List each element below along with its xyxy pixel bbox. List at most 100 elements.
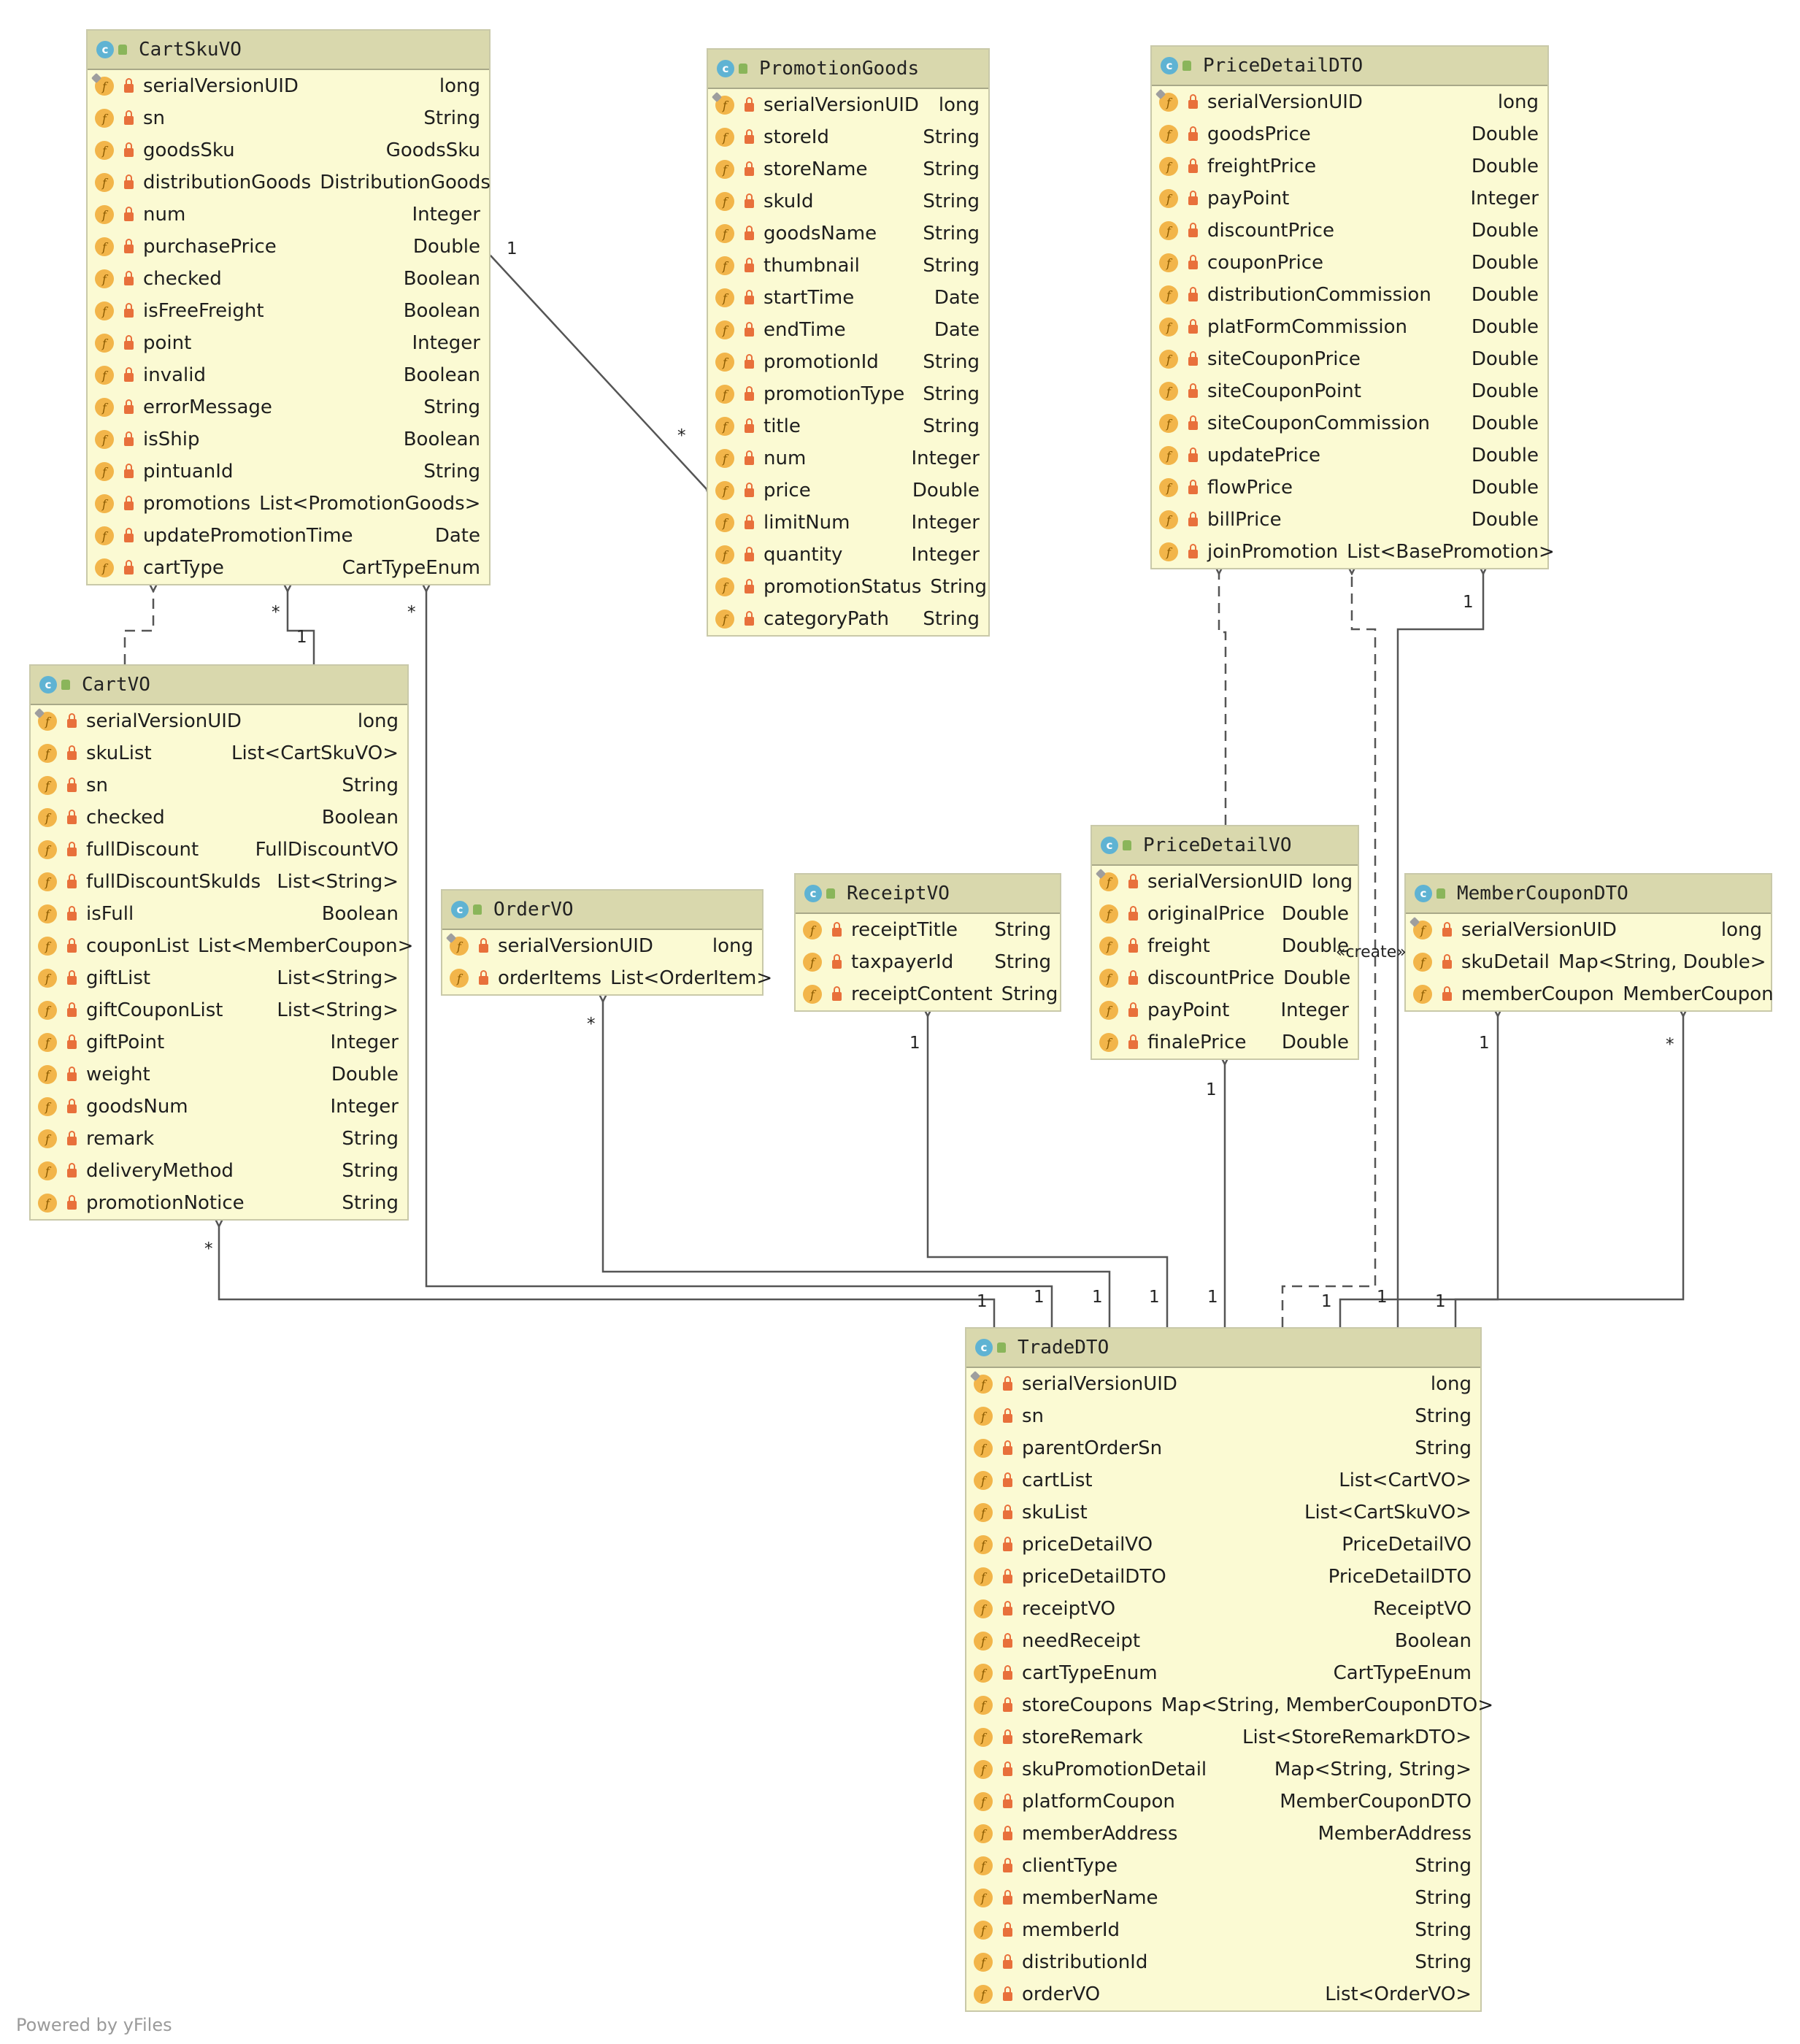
field-row[interactable]: fpayPointInteger <box>1152 182 1547 215</box>
field-row[interactable]: fmemberCouponMemberCoupon <box>1406 978 1774 1010</box>
field-row[interactable]: fremarkString <box>31 1123 407 1155</box>
field-row[interactable]: fisShipBoolean <box>88 423 489 456</box>
class-promotiongoods[interactable]: cPromotionGoodsfserialVersionUIDlongfsto… <box>707 48 990 637</box>
field-row[interactable]: fstoreRemarkList<StoreRemarkDTO> <box>966 1721 1480 1753</box>
field-row[interactable]: fdiscountPriceDouble <box>1152 215 1547 247</box>
field-row[interactable]: fjoinPromotionList<BasePromotion> <box>1152 536 1555 568</box>
field-row[interactable]: fskuPromotionDetailMap<String, String> <box>966 1753 1480 1786</box>
field-row[interactable]: ferrorMessageString <box>88 391 489 423</box>
field-row[interactable]: fcartTypeEnumCartTypeEnum <box>966 1657 1480 1689</box>
class-header[interactable]: cCartSkuVO <box>88 31 489 70</box>
field-row[interactable]: fpriceDouble <box>708 474 988 507</box>
field-row[interactable]: fdiscountPriceDouble <box>1092 962 1358 994</box>
field-row[interactable]: finvalidBoolean <box>88 359 489 391</box>
class-header[interactable]: cCartVO <box>31 666 407 705</box>
field-row[interactable]: fcategoryPathString <box>708 603 988 635</box>
field-row[interactable]: fpriceDetailVOPriceDetailVO <box>966 1529 1480 1561</box>
field-row[interactable]: fplatformCouponMemberCouponDTO <box>966 1786 1480 1818</box>
class-header[interactable]: cPriceDetailDTO <box>1152 47 1547 86</box>
field-row[interactable]: fmemberNameString <box>966 1882 1480 1914</box>
field-row[interactable]: freceiptVOReceiptVO <box>966 1593 1480 1625</box>
field-row[interactable]: fserialVersionUIDlong <box>31 705 407 737</box>
field-row[interactable]: fbillPriceDouble <box>1152 504 1547 536</box>
field-row[interactable]: fskuListList<CartSkuVO> <box>966 1496 1480 1529</box>
field-row[interactable]: fskuDetailMap<String, Double> <box>1406 946 1771 978</box>
field-row[interactable]: fnumInteger <box>708 442 988 474</box>
field-row[interactable]: fdistributionCommissionDouble <box>1152 279 1547 311</box>
class-header[interactable]: cTradeDTO <box>966 1329 1480 1368</box>
field-row[interactable]: freceiptTitleString <box>796 914 1060 946</box>
class-header[interactable]: cPromotionGoods <box>708 50 988 89</box>
field-row[interactable]: fskuListList<CartSkuVO> <box>31 737 407 769</box>
field-row[interactable]: fdistributionIdString <box>966 1946 1480 1978</box>
field-row[interactable]: fsnString <box>88 102 489 134</box>
class-ordervo[interactable]: cOrderVOfserialVersionUIDlongforderItems… <box>441 889 772 996</box>
class-receiptvo[interactable]: cReceiptVOfreceiptTitleStringftaxpayerId… <box>794 873 1061 1012</box>
class-header[interactable]: cOrderVO <box>442 891 762 930</box>
field-row[interactable]: ffullDiscountSkuIdsList<String> <box>31 866 407 898</box>
field-row[interactable]: fpriceDetailDTOPriceDetailDTO <box>966 1561 1480 1593</box>
field-row[interactable]: fcartListList<CartVO> <box>966 1464 1480 1496</box>
class-header[interactable]: cReceiptVO <box>796 875 1060 914</box>
field-row[interactable]: fpayPointInteger <box>1092 994 1358 1026</box>
field-row[interactable]: fsnString <box>966 1400 1480 1432</box>
field-row[interactable]: forderItemsList<OrderItem> <box>442 962 772 994</box>
field-row[interactable]: fgiftListList<String> <box>31 962 407 994</box>
field-row[interactable]: ftaxpayerIdString <box>796 946 1060 978</box>
class-header[interactable]: cMemberCouponDTO <box>1406 875 1771 914</box>
class-tradedto[interactable]: cTradeDTOfserialVersionUIDlongfsnStringf… <box>965 1327 1493 2012</box>
field-row[interactable]: fdistributionGoodsDistributionGoods <box>88 166 491 199</box>
field-row[interactable]: fmemberIdString <box>966 1914 1480 1946</box>
field-row[interactable]: fweightDouble <box>31 1058 407 1091</box>
class-pricedetaildto[interactable]: cPriceDetailDTOfserialVersionUIDlongfgoo… <box>1150 45 1555 569</box>
field-row[interactable]: fstoreCouponsMap<String, MemberCouponDTO… <box>966 1689 1493 1721</box>
class-cartvo[interactable]: cCartVOfserialVersionUIDlongfskuListList… <box>29 664 413 1221</box>
field-row[interactable]: flimitNumInteger <box>708 507 988 539</box>
field-row[interactable]: fserialVersionUIDlong <box>1152 86 1547 118</box>
field-row[interactable]: fgiftCouponListList<String> <box>31 994 407 1026</box>
field-row[interactable]: fisFullBoolean <box>31 898 407 930</box>
field-row[interactable]: fplatFormCommissionDouble <box>1152 311 1547 343</box>
field-row[interactable]: ffreightPriceDouble <box>1152 150 1547 182</box>
field-row[interactable]: fflowPriceDouble <box>1152 472 1547 504</box>
field-row[interactable]: fpointInteger <box>88 327 489 359</box>
field-row[interactable]: fsnString <box>31 769 407 802</box>
field-row[interactable]: fgoodsSkuGoodsSku <box>88 134 489 166</box>
class-membercoupondto[interactable]: cMemberCouponDTOfserialVersionUIDlongfsk… <box>1404 873 1774 1012</box>
field-row[interactable]: fupdatePromotionTimeDate <box>88 520 489 552</box>
field-row[interactable]: fserialVersionUIDlong <box>442 930 762 962</box>
field-row[interactable]: foriginalPriceDouble <box>1092 898 1358 930</box>
field-row[interactable]: fcheckedBoolean <box>31 802 407 834</box>
field-row[interactable]: fserialVersionUIDlong <box>1406 914 1771 946</box>
field-row[interactable]: fpromotionNoticeString <box>31 1187 407 1219</box>
field-row[interactable]: fsiteCouponCommissionDouble <box>1152 407 1547 439</box>
field-row[interactable]: fgoodsNumInteger <box>31 1091 407 1123</box>
field-row[interactable]: forderVOList<OrderVO> <box>966 1978 1480 2010</box>
field-row[interactable]: fquantityInteger <box>708 539 988 571</box>
field-row[interactable]: fpromotionStatusString <box>708 571 988 603</box>
field-row[interactable]: fsiteCouponPriceDouble <box>1152 343 1547 375</box>
field-row[interactable]: fserialVersionUIDlong <box>1092 866 1358 898</box>
class-header[interactable]: cPriceDetailVO <box>1092 826 1358 866</box>
field-row[interactable]: ffinalePriceDouble <box>1092 1026 1358 1058</box>
field-row[interactable]: fgiftPointInteger <box>31 1026 407 1058</box>
field-row[interactable]: fserialVersionUIDlong <box>88 70 489 102</box>
field-row[interactable]: fcheckedBoolean <box>88 263 489 295</box>
field-row[interactable]: fgoodsNameString <box>708 218 988 250</box>
class-cartskuvo[interactable]: cCartSkuVOfserialVersionUIDlongfsnString… <box>86 29 491 585</box>
field-row[interactable]: fnumInteger <box>88 199 489 231</box>
field-row[interactable]: ffullDiscountFullDiscountVO <box>31 834 407 866</box>
field-row[interactable]: fpromotionTypeString <box>708 378 988 410</box>
field-row[interactable]: fparentOrderSnString <box>966 1432 1480 1464</box>
field-row[interactable]: fneedReceiptBoolean <box>966 1625 1480 1657</box>
field-row[interactable]: fskuIdString <box>708 185 988 218</box>
field-row[interactable]: fcartTypeCartTypeEnum <box>88 552 489 584</box>
field-row[interactable]: fmemberAddressMemberAddress <box>966 1818 1480 1850</box>
field-row[interactable]: ffreightDouble <box>1092 930 1358 962</box>
field-row[interactable]: fendTimeDate <box>708 314 988 346</box>
class-pricedetailvo[interactable]: cPriceDetailVOfserialVersionUIDlongforig… <box>1091 825 1359 1060</box>
field-row[interactable]: fpintuanIdString <box>88 456 489 488</box>
field-row[interactable]: ftitleString <box>708 410 988 442</box>
field-row[interactable]: fisFreeFreightBoolean <box>88 295 489 327</box>
field-row[interactable]: fcouponListList<MemberCoupon> <box>31 930 413 962</box>
